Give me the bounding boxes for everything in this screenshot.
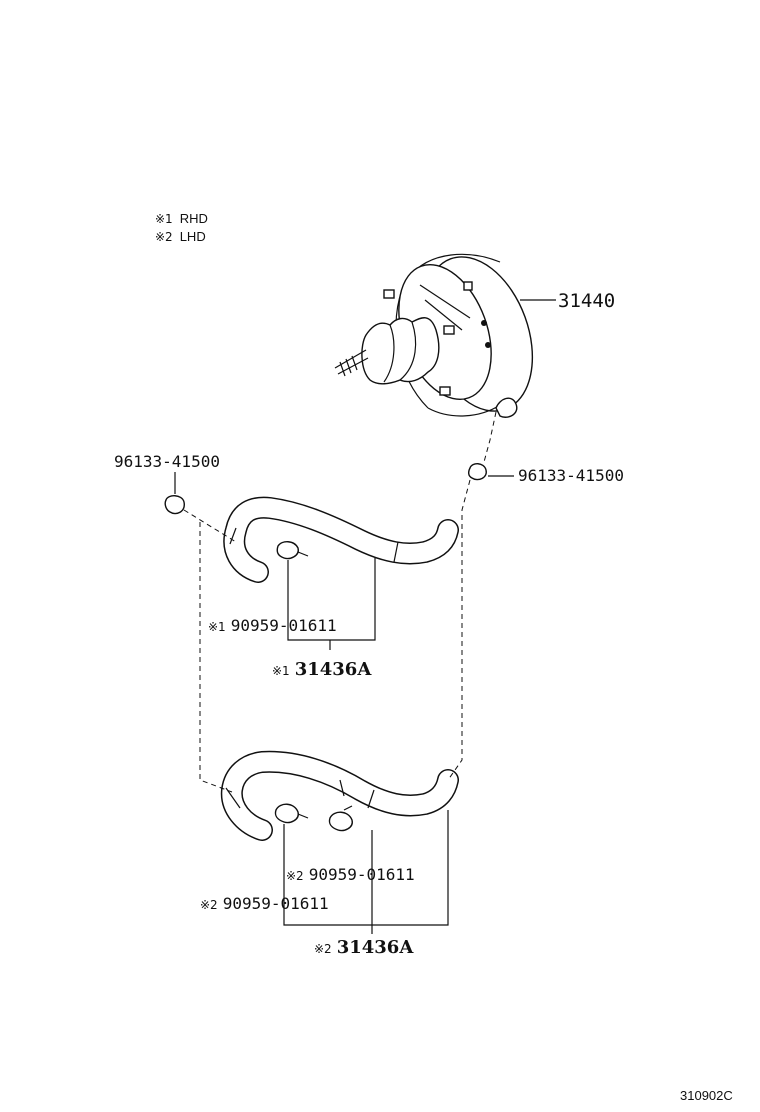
rhd-hose-clamp — [276, 541, 309, 560]
rhd-hose-mark: ※1 — [272, 664, 290, 678]
lhd-hose-clamp-b — [328, 805, 353, 832]
lhd-clamp-b-mark: ※2 — [286, 869, 304, 883]
rhd-clamp-part-number: 90959-01611 — [231, 616, 337, 635]
brake-booster-illustration — [334, 253, 534, 418]
svg-text:※1 RHD: ※1 RHD — [155, 210, 208, 227]
rhd-hose-part-number: 31436A — [295, 659, 373, 680]
legend-mark-rhd: ※1 — [155, 212, 173, 226]
check-valve-left — [164, 495, 185, 515]
check-valve-right — [467, 463, 487, 481]
rhd-vacuum-hose — [223, 496, 459, 583]
lhd-hose-clamp-a — [274, 803, 309, 824]
legend-text-lhd: LHD — [180, 229, 206, 244]
lhd-hose-part-number: 31436A — [337, 937, 415, 958]
check-valve-left-part-number: 96133-41500 — [114, 452, 220, 471]
routing-dashes — [183, 411, 497, 793]
rhd-clamp-callout: ※1 90959-01611 — [208, 616, 337, 635]
rhd-hose-callout: ※1 31436A — [272, 659, 372, 680]
lhd-clamp-b-callout: ※2 90959-01611 — [286, 865, 415, 884]
legend-mark-lhd: ※2 — [155, 230, 173, 244]
lhd-clamp-a-mark: ※2 — [200, 898, 218, 912]
leader-lines — [174, 299, 556, 934]
legend-text-rhd: RHD — [180, 211, 208, 226]
lhd-vacuum-hose — [220, 750, 459, 841]
lhd-clamp-a-part-number: 90959-01611 — [223, 894, 329, 913]
illustration-code: 310902C — [680, 1088, 733, 1103]
booster-part-number: 31440 — [558, 290, 615, 312]
lhd-hose-callout: ※2 31436A — [314, 937, 414, 958]
rhd-clamp-mark: ※1 — [208, 620, 226, 634]
svg-text:※2 LHD: ※2 LHD — [155, 228, 206, 245]
lhd-clamp-b-part-number: 90959-01611 — [309, 865, 415, 884]
lhd-hose-mark: ※2 — [314, 942, 332, 956]
check-valve-right-part-number: 96133-41500 — [518, 466, 624, 485]
legend: ※1 RHD ※2 LHD — [155, 210, 208, 245]
lhd-clamp-a-callout: ※2 90959-01611 — [200, 894, 329, 913]
